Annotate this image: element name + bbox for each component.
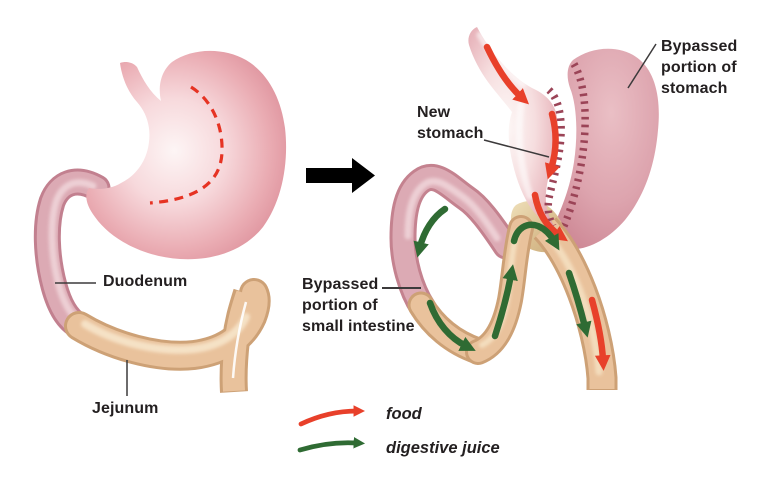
food-flow-arrows	[483, 43, 611, 371]
legend-juice-arrow-icon	[297, 437, 366, 453]
legend-juice-label: digestive juice	[386, 439, 500, 457]
jejunum-tube	[64, 278, 271, 393]
food-arrow-esophagus	[483, 43, 530, 105]
food-arrow-anastomosis	[531, 191, 568, 242]
bypassed-stomach-leader-line	[627, 43, 657, 89]
bypassed-intestine-label: Bypassed portion of small intestine	[302, 276, 415, 335]
juice-arrow-junction	[510, 221, 560, 251]
food-arrow-channel	[588, 296, 611, 371]
staple-line-pouch	[544, 87, 565, 228]
duodenum-label: Duodenum	[103, 273, 188, 290]
food-arrow-pouch	[544, 110, 560, 180]
stomach-body	[86, 50, 287, 260]
juice-arrow-channel	[565, 269, 592, 338]
legend-food-arrow-icon	[298, 405, 366, 427]
new-stomach-label: New stomach	[417, 104, 484, 142]
bypassed-stomach	[552, 48, 659, 250]
juice-arrow-ascending	[491, 264, 518, 340]
jejunum-label: Jejunum	[92, 400, 159, 417]
bypassed-stomach-label: Bypassed portion of stomach	[661, 38, 738, 97]
bypassed-intestine-loop	[389, 164, 520, 322]
legend-arrow-icons	[297, 405, 366, 453]
legend-food-label: food	[386, 405, 422, 423]
juice-arrow-loop-top	[413, 205, 449, 258]
staple-line-stomach	[554, 62, 589, 240]
new-stomach-pouch	[468, 27, 558, 226]
right-bypass-illustration	[382, 27, 659, 390]
duodenum-tube	[33, 168, 111, 340]
left-stomach-illustration	[33, 50, 287, 396]
new-stomach-leader-line	[483, 139, 550, 158]
pouch-highlight	[476, 31, 534, 200]
juice-arrow-loop-bottom	[426, 299, 476, 351]
transform-arrow-icon	[306, 158, 375, 193]
juice-flow-arrows	[413, 205, 592, 351]
